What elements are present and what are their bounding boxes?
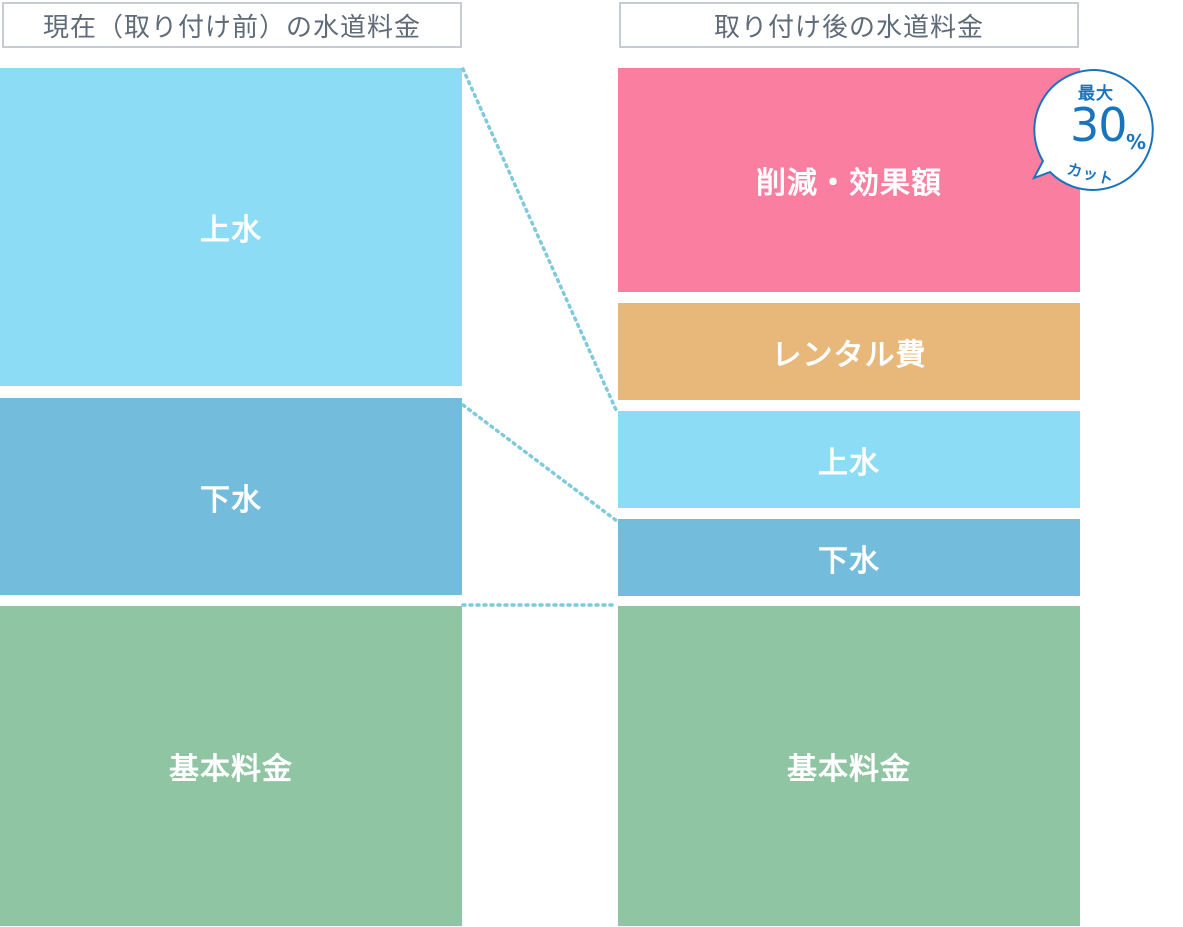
badge-max-label: 最大	[1078, 84, 1114, 104]
before-heading: 現在（取り付け前）の水道料金	[2, 2, 462, 48]
after-rental-fee-block: レンタル費	[618, 303, 1080, 400]
sewer-connector	[461, 403, 619, 523]
before-upper-water-block: 上水	[0, 68, 462, 386]
after-basic-fee-block: 基本料金	[618, 606, 1080, 926]
badge-percent: %	[1126, 130, 1147, 154]
after-sewer-block: 下水	[618, 519, 1080, 596]
before-sewer-block: 下水	[0, 398, 462, 595]
after-upper-water-block: 上水	[618, 411, 1080, 508]
badge-number: 30	[1070, 98, 1128, 152]
upper-water-connector	[461, 67, 619, 414]
before-basic-fee-block: 基本料金	[0, 606, 462, 926]
max-cut-badge: 最大 30 % カット	[1032, 66, 1160, 194]
after-heading: 取り付け後の水道料金	[619, 2, 1079, 48]
speech-bubble-icon	[1032, 68, 1154, 191]
after-savings-block: 削減・効果額	[618, 68, 1080, 292]
